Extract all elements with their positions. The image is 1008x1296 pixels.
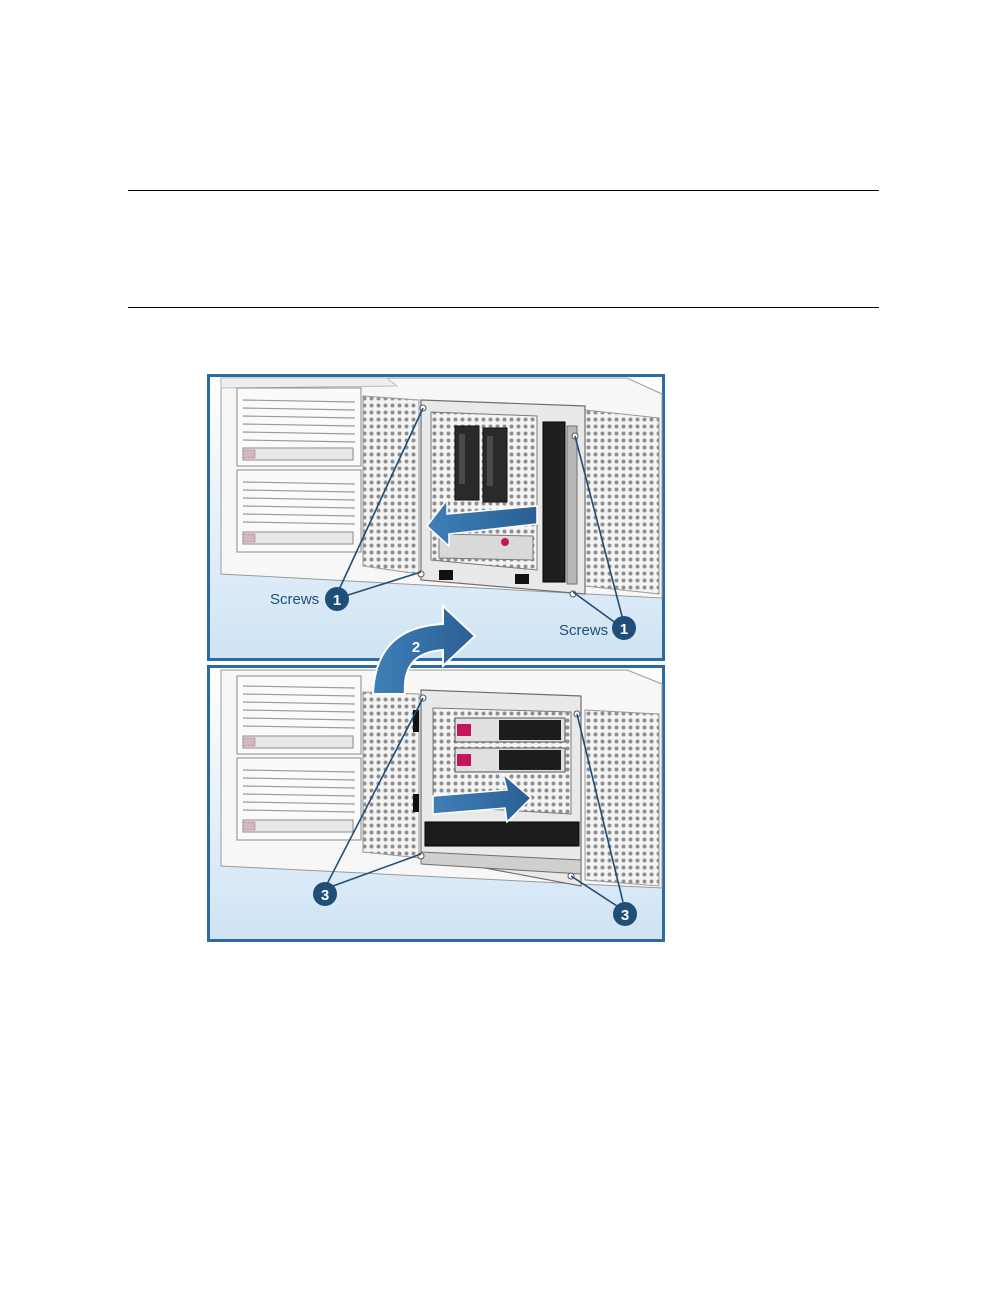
- svg-text:1: 1: [620, 621, 628, 638]
- callout-3-right: 3: [613, 902, 637, 926]
- drive-cage-installation-figure: Screws 1 Screws 1: [207, 374, 665, 942]
- right-vent-bottom: [585, 710, 659, 886]
- drive-cage-bottom: [413, 690, 581, 886]
- svg-text:3: 3: [321, 887, 329, 904]
- left-vent: [363, 396, 419, 574]
- svg-text:3: 3: [621, 907, 629, 924]
- left-drive-bays: [237, 388, 361, 552]
- bottom-divider: [128, 307, 879, 308]
- callout-1-left: 1: [325, 587, 349, 611]
- screws-label-left: Screws: [270, 591, 319, 608]
- svg-text:1: 1: [333, 592, 341, 609]
- right-vent: [585, 410, 659, 594]
- callout-2: 2: [412, 639, 420, 656]
- screws-label-right: Screws: [559, 622, 608, 639]
- left-vent-bottom: [363, 692, 419, 858]
- left-drive-bays-bottom: [237, 676, 361, 840]
- top-panel: Screws 1 Screws 1: [209, 376, 664, 660]
- top-divider: [128, 190, 879, 191]
- bottom-panel: 3 3: [209, 667, 664, 941]
- callout-1-right: 1: [612, 616, 636, 640]
- callout-3-left: 3: [313, 882, 337, 906]
- drive-cage-top: [421, 400, 585, 594]
